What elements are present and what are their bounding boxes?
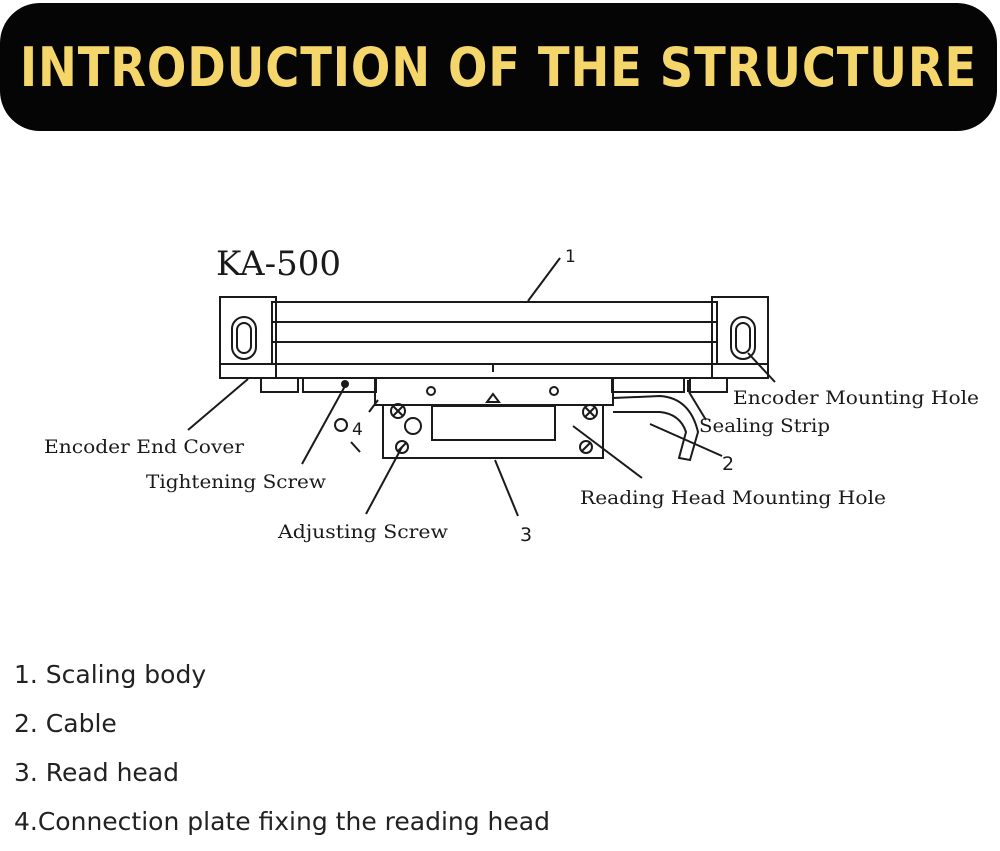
label-sealing-strip: Sealing Strip (699, 415, 830, 437)
legend-item: 3. Read head (14, 758, 179, 787)
legend-item: 1. Scaling body (14, 660, 207, 689)
callout-1: 1 (565, 247, 576, 267)
callout-2: 2 (722, 453, 734, 475)
leader-encoder-end-cover (187, 378, 249, 431)
leader-4 (368, 399, 379, 413)
leader-tightening-screw (301, 385, 346, 465)
leader-reading-head-mounting-hole (572, 425, 643, 479)
leader-3 (494, 459, 519, 517)
leader-sealing-strip (688, 391, 707, 421)
reading-head (382, 404, 604, 459)
cable (612, 394, 700, 462)
label-adjusting-screw: Adjusting Screw (277, 521, 449, 543)
page-title: INTRODUCTION OF THE STRUCTURE (19, 35, 978, 99)
label-tightening-screw: Tightening Screw (146, 471, 327, 493)
structure-diagram: KA-500 1 2 3 4 Encoder Mounting Hole Sea… (44, 244, 979, 546)
left-end-cover (219, 296, 277, 379)
leader-2 (649, 423, 723, 457)
label-reading-head-mounting-hole: Reading Head Mounting Hole (580, 487, 886, 509)
leader-encoder-mounting-hole (747, 352, 776, 383)
callout-4: 4 (352, 420, 363, 440)
scaling-body (271, 301, 718, 365)
callout-3: 3 (520, 524, 532, 546)
leader-1 (527, 257, 561, 302)
leader-adjusting-screw (365, 446, 403, 515)
label-encoder-end-cover: Encoder End Cover (44, 436, 245, 458)
model-label: KA-500 (216, 244, 341, 284)
label-encoder-mounting-hole: Encoder Mounting Hole (733, 387, 979, 409)
legend-item: 4.Connection plate fixing the reading he… (14, 807, 550, 836)
legend-list: 1. Scaling body 2. Cable 3. Read head 4.… (14, 655, 550, 851)
connection-plate (374, 377, 614, 406)
legend-item: 2. Cable (14, 709, 117, 738)
header-banner: INTRODUCTION OF THE STRUCTURE (0, 3, 997, 131)
